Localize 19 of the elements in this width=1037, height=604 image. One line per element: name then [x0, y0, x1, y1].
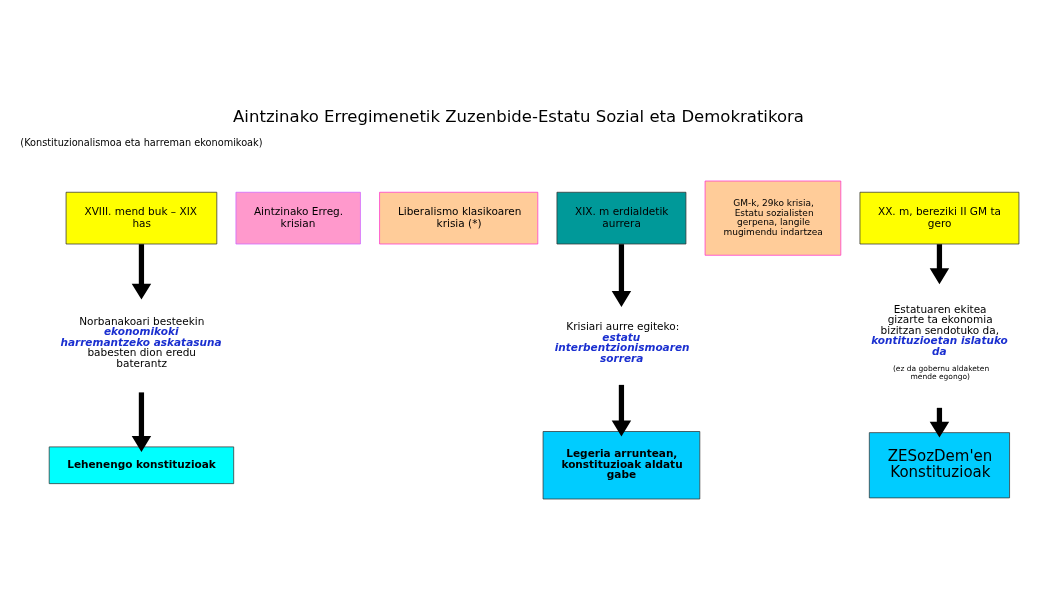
node-box: XIX. m erdialdetik aurrera: [556, 191, 687, 244]
node-box: XVIII. mend buk – XIX has: [65, 191, 218, 244]
node-box: ZESozDem'en Konstituzioak: [868, 431, 1010, 498]
node-text: Estatuaren ekitea gizarte ta ekonomia bizitzan sendotuko da, kontituzioetan islatuko da (ez da gobernu aldaketen mende egongo): [871, 302, 1008, 381]
node-box: Aintzinako Erreg. krisian: [235, 191, 361, 244]
diagram-title: Aintzinako Erregimenetik Zuzenbide-Estatu Sozial eta Demokratikora: [233, 106, 804, 126]
arrow: [611, 384, 632, 436]
arrow: [929, 243, 950, 284]
label: (Konstituzionalismoa eta harreman ekonomikoak): [20, 136, 263, 148]
arrow: [131, 243, 152, 300]
node-box: XX. m, bereziki II GM ta gero: [859, 191, 1020, 244]
node-text: Norbanakoari besteekin ekonomikoki harremantzeko askatasuna babesten dion eredu baterantz: [60, 314, 222, 369]
arrow: [131, 391, 152, 452]
node-box: GM-k, 29ko krisia, Estatu sozialisten gerpena, langile mugimendu indartzea: [704, 180, 842, 256]
node-box: Legeria arruntean, konstituzioak aldatu gabe: [542, 430, 701, 499]
arrow: [611, 243, 632, 307]
node-box: Liberalismo klasikoaren krisia (*): [379, 191, 539, 244]
node-box: Lehenengo konstituzioak: [48, 446, 235, 484]
node-text: Krisiari aurre egiteko: estatu interbentzionismoaren sorrera: [554, 319, 690, 364]
